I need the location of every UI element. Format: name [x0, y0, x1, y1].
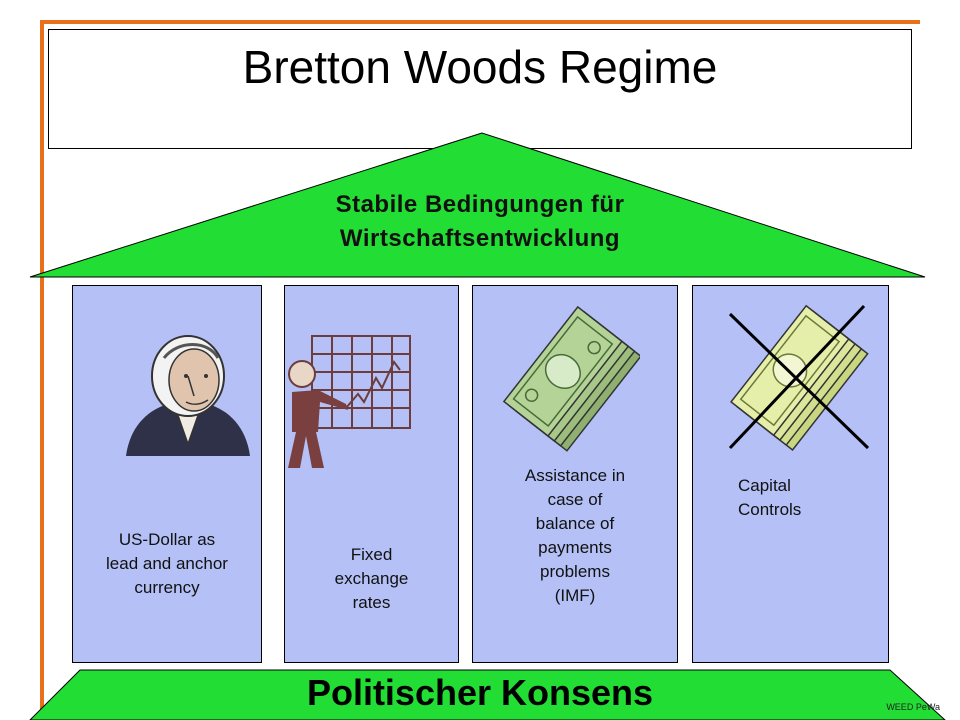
portrait-icon	[126, 335, 250, 456]
label-line: lead and anchor	[106, 554, 228, 573]
page-title: Bretton Woods Regime	[242, 41, 718, 93]
label-line: (IMF)	[554, 586, 596, 605]
credit-text: WEED PeWa	[886, 702, 940, 712]
pillar-capital-controls-label: Capital Controls	[738, 474, 878, 522]
orange-left-line	[40, 20, 44, 720]
label-line: Controls	[738, 500, 802, 519]
label-line: US-Dollar as	[118, 530, 216, 549]
label-line: balance of	[535, 514, 615, 533]
pillar-fixed-rates-label: Fixed exchange rates	[284, 543, 459, 615]
label-line: case of	[547, 490, 603, 509]
label-line: rates	[352, 593, 391, 612]
crossed-money-icon	[728, 304, 870, 451]
roof-line-1: Stabile Bedingungen für	[335, 191, 625, 218]
label-line: Fixed	[350, 545, 393, 564]
foundation-label: Politischer Konsens	[306, 672, 654, 713]
label-line: exchange	[334, 569, 409, 588]
pillar-imf-assistance	[472, 285, 678, 663]
label-line: Capital	[738, 476, 791, 495]
label-line: currency	[134, 578, 200, 597]
orange-top-line	[40, 20, 920, 24]
label-line: payments	[538, 538, 612, 557]
roof-label: Stabile Bedingungen für Wirtschaftsentwi…	[230, 188, 730, 256]
pillar-imf-assistance-label: Assistance in case of balance of payment…	[472, 464, 678, 608]
roof-line-2: Wirtschaftsentwicklung	[339, 225, 621, 252]
label-line: problems	[540, 562, 610, 581]
chart-presenter-icon	[288, 335, 411, 468]
money-stack-icon	[502, 305, 640, 452]
pillar-dollar-label: US-Dollar as lead and anchor currency	[72, 528, 262, 600]
label-line: Assistance in	[524, 466, 626, 485]
